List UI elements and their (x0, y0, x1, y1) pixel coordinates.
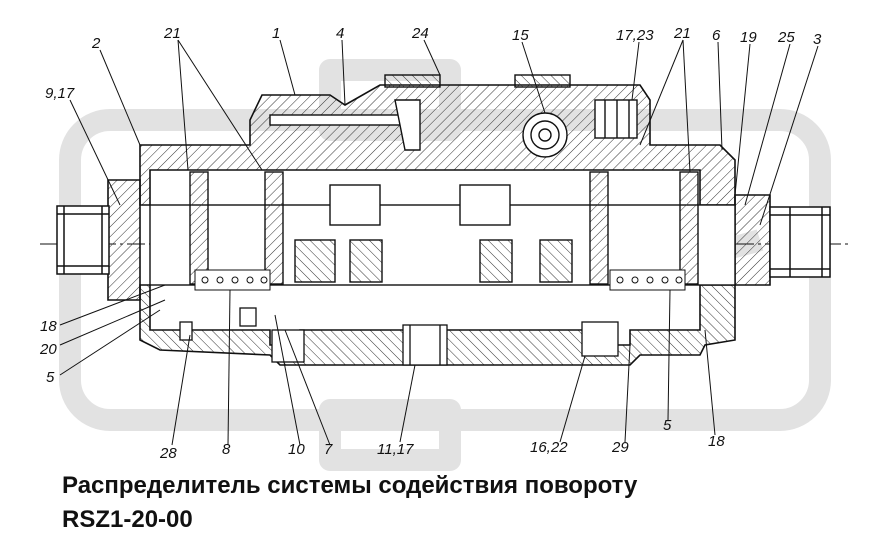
callout-6: 6 (712, 27, 721, 44)
callouts-bottom: 28 8 10 7 11,17 16,22 29 5 18 (159, 417, 725, 462)
callout-18-left: 18 (40, 318, 57, 335)
callout-5-left: 5 (46, 369, 55, 386)
bottom-plugs (179, 307, 619, 366)
callout-18-right: 18 (708, 433, 725, 450)
callouts-top: 2 21 1 4 24 15 17,23 21 6 19 25 3 (91, 25, 822, 52)
right-fitting (769, 206, 831, 278)
callout-7: 7 (324, 441, 333, 458)
callout-15: 15 (512, 27, 529, 44)
top-bosses (269, 74, 638, 158)
callouts-left: 9,17 18 20 5 (39, 85, 75, 386)
callout-17-23: 17,23 (616, 27, 654, 44)
drawing-model-code: RSZ1-20-00 (62, 506, 193, 533)
drawing-title: Распределитель системы содействия поворо… (62, 472, 638, 499)
callout-1: 1 (272, 25, 280, 42)
callout-8: 8 (222, 441, 231, 458)
callout-19: 19 (740, 29, 757, 46)
callout-28: 28 (159, 445, 177, 462)
callout-9-17: 9,17 (45, 85, 75, 102)
callout-16-22: 16,22 (530, 439, 568, 456)
callout-4: 4 (336, 25, 344, 42)
callout-20: 20 (39, 341, 57, 358)
callout-21-left: 21 (163, 25, 181, 42)
callout-25: 25 (777, 29, 795, 46)
callout-5-right: 5 (663, 417, 672, 434)
callout-24: 24 (411, 25, 429, 42)
spool (149, 171, 736, 286)
spring-balls-left (194, 269, 271, 291)
left-fitting (56, 205, 110, 275)
callout-2: 2 (91, 35, 101, 52)
leader-lines (59, 39, 819, 446)
callout-21-right: 21 (673, 25, 691, 42)
spring-balls-right (609, 269, 686, 291)
callout-29: 29 (611, 439, 629, 456)
callout-10: 10 (288, 441, 305, 458)
callout-11-17: 11,17 (377, 441, 414, 458)
callout-3: 3 (813, 31, 822, 48)
